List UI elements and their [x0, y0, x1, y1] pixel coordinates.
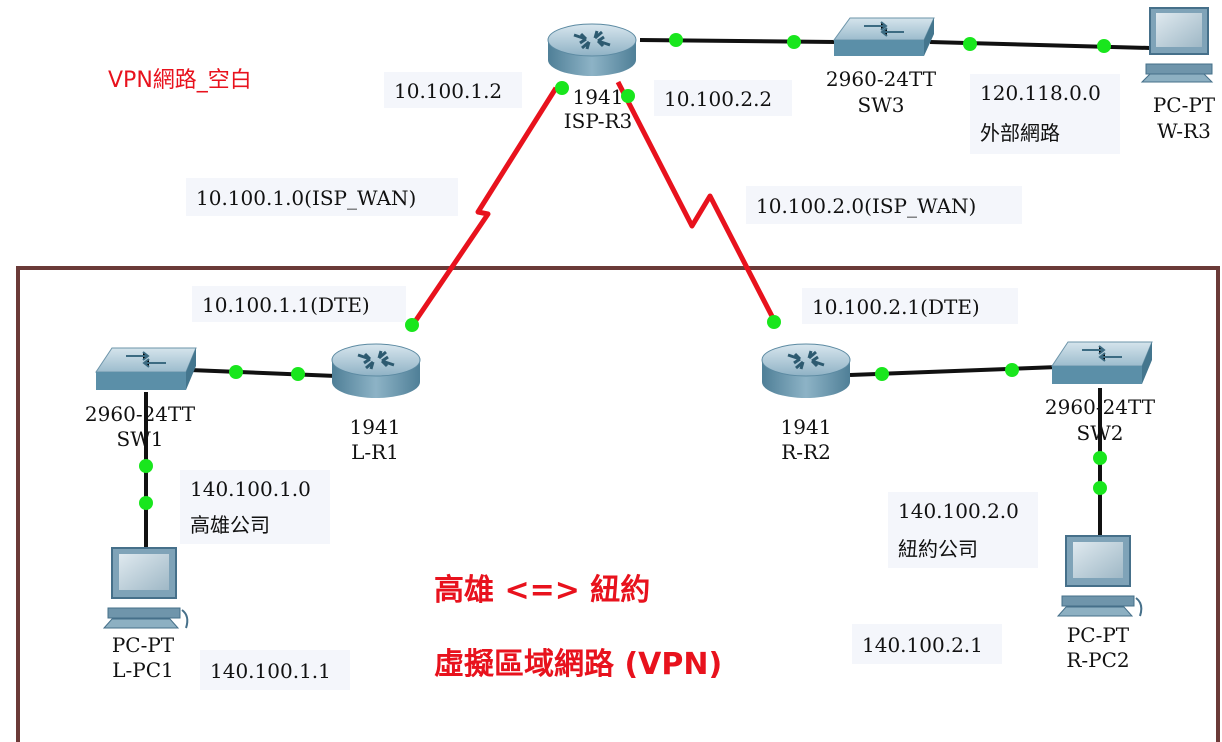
- svg-text:2960-24TT: 2960-24TT: [826, 67, 937, 91]
- label-ip-isp-left: 10.100.1.2: [384, 72, 522, 108]
- svg-text:R-R2: R-R2: [781, 440, 831, 464]
- label-wan-right: 10.100.2.0(ISP_WAN): [746, 186, 1022, 224]
- device-label-sw2: 2960-24TT SW2: [1045, 395, 1156, 445]
- switch-icon-sw1[interactable]: [95, 347, 197, 390]
- svg-text:SW2: SW2: [1077, 421, 1124, 445]
- svg-text:L-R1: L-R1: [351, 440, 399, 464]
- device-label-sw3: 2960-24TT SW3: [826, 67, 937, 117]
- ethernet-link-sw1-lr1[interactable]: [189, 368, 337, 378]
- svg-text:紐約公司: 紐約公司: [898, 537, 978, 561]
- switch-icon-sw2[interactable]: [1051, 341, 1153, 384]
- svg-text:10.100.2.2: 10.100.2.2: [664, 87, 772, 111]
- svg-text:1941: 1941: [781, 415, 832, 439]
- device-label-l-r1: 1941 L-R1: [350, 415, 401, 464]
- svg-text:1941: 1941: [573, 85, 624, 109]
- svg-text:10.100.2.1(DTE): 10.100.2.1(DTE): [812, 295, 980, 319]
- svg-text:L-PC1: L-PC1: [112, 658, 174, 682]
- pc-icon-r-pc2[interactable]: [1056, 535, 1143, 617]
- svg-text:120.118.0.0: 120.118.0.0: [980, 81, 1101, 105]
- svg-text:2960-24TT: 2960-24TT: [1045, 395, 1156, 419]
- router-icon-l-r1[interactable]: [331, 343, 421, 398]
- svg-text:SW1: SW1: [117, 427, 164, 451]
- svg-text:外部網路: 外部網路: [980, 121, 1060, 145]
- svg-text:SW3: SW3: [858, 93, 905, 117]
- svg-text:140.100.2.0: 140.100.2.0: [898, 499, 1019, 523]
- svg-text:10.100.1.1(DTE): 10.100.1.1(DTE): [202, 293, 370, 317]
- vpn-region-border: [16, 266, 1220, 742]
- router-icon-r-r2[interactable]: [761, 343, 851, 398]
- device-label-w-r3: PC-PT W-R3: [1153, 93, 1216, 143]
- label-pc-left-ip: 140.100.1.1: [200, 650, 350, 690]
- svg-text:1941: 1941: [350, 415, 401, 439]
- page-title: VPN網路_空白: [108, 68, 252, 93]
- svg-text:10.100.2.0(ISP_WAN): 10.100.2.0(ISP_WAN): [756, 194, 976, 218]
- svg-text:140.100.1.1: 140.100.1.1: [210, 659, 331, 683]
- device-label-sw1: 2960-24TT SW1: [85, 402, 196, 451]
- svg-text:PC-PT: PC-PT: [1153, 93, 1216, 117]
- router-icon-isp-r3[interactable]: [547, 23, 637, 76]
- pc-icon-w-r3[interactable]: [1140, 7, 1214, 83]
- ethernet-link-sw3-wr3[interactable]: [929, 40, 1151, 50]
- label-dte-right: 10.100.2.1(DTE): [802, 288, 1018, 324]
- svg-text:高雄公司: 高雄公司: [190, 513, 270, 537]
- label-lan-right: 140.100.2.0 紐約公司: [888, 492, 1038, 568]
- label-lan-left: 140.100.1.0 高雄公司: [180, 470, 330, 544]
- device-label-r-r2: 1941 R-R2: [781, 415, 832, 464]
- device-label-isp-r3: 1941 ISP-R3: [564, 85, 633, 133]
- svg-text:10.100.1.0(ISP_WAN): 10.100.1.0(ISP_WAN): [196, 186, 416, 210]
- link-status-dots: [139, 33, 1111, 510]
- vpn-label-line1: 高雄 <=> 紐約: [434, 573, 650, 608]
- svg-text:10.100.1.2: 10.100.1.2: [394, 79, 502, 103]
- switch-icon-sw3[interactable]: [833, 17, 935, 56]
- label-dte-left: 10.100.1.1(DTE): [192, 286, 406, 322]
- svg-text:W-R3: W-R3: [1157, 119, 1211, 143]
- svg-text:PC-PT: PC-PT: [112, 633, 175, 657]
- svg-text:2960-24TT: 2960-24TT: [85, 402, 196, 426]
- label-pc-right-ip: 140.100.2.1: [852, 624, 1002, 664]
- label-ip-isp-right: 10.100.2.2: [654, 80, 792, 116]
- serial-link-isp-l-r1[interactable]: [409, 86, 559, 328]
- label-wan-left: 10.100.1.0(ISP_WAN): [186, 178, 458, 216]
- svg-text:R-PC2: R-PC2: [1066, 648, 1129, 672]
- svg-text:PC-PT: PC-PT: [1067, 623, 1130, 647]
- vpn-label-line2: 虛擬區域網路 (VPN): [434, 647, 722, 682]
- svg-text:140.100.1.0: 140.100.1.0: [190, 477, 311, 501]
- device-label-l-pc1: PC-PT L-PC1: [112, 633, 175, 682]
- svg-text:140.100.2.1: 140.100.2.1: [862, 633, 983, 657]
- device-label-r-pc2: PC-PT R-PC2: [1066, 623, 1129, 672]
- pc-icon-l-pc1[interactable]: [102, 547, 189, 629]
- serial-link-isp-r-r2[interactable]: [615, 80, 779, 326]
- svg-text:ISP-R3: ISP-R3: [564, 109, 633, 133]
- label-external-network: 120.118.0.0 外部網路: [970, 74, 1120, 154]
